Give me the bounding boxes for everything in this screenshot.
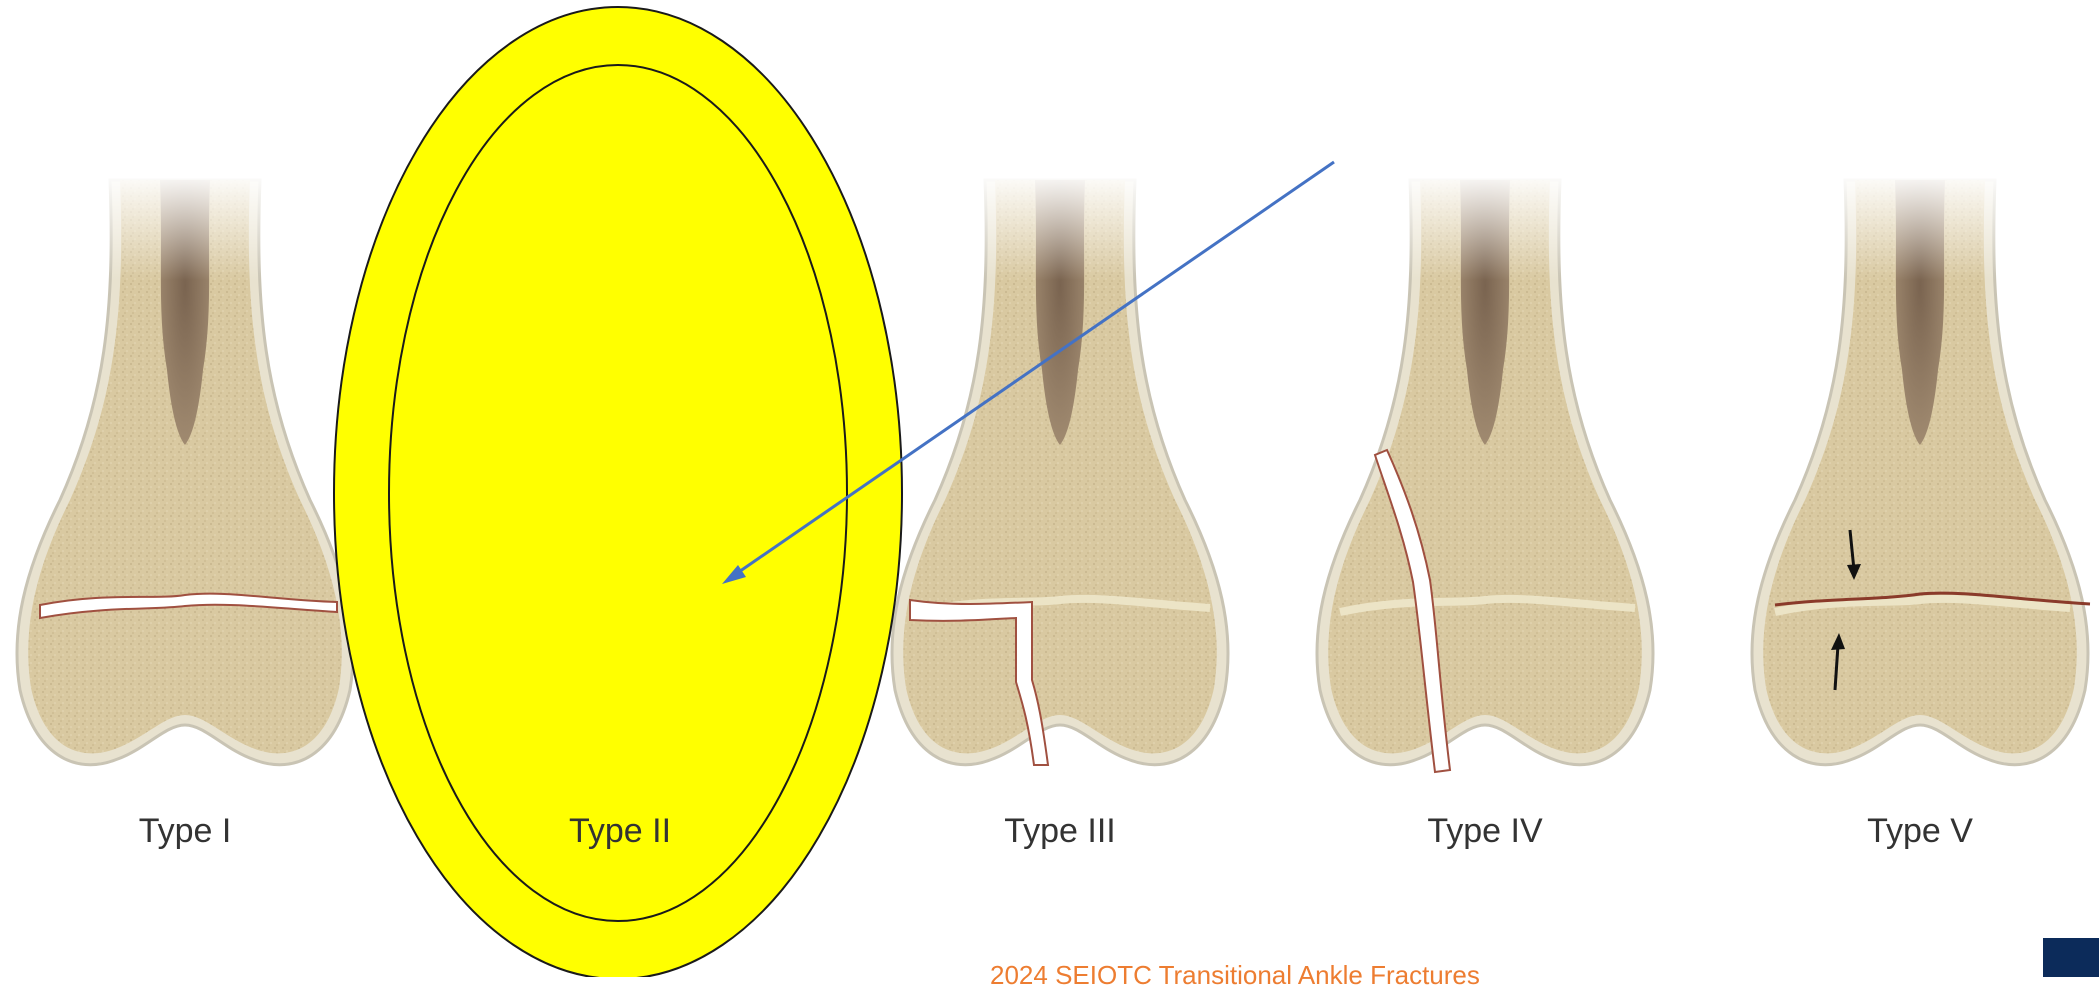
type-label-1: Type I — [35, 812, 335, 851]
type-label-2: Type II — [470, 812, 770, 851]
bone-type-4 — [1305, 170, 1665, 772]
type-label-4: Type IV — [1335, 812, 1635, 851]
type-label-3: Type III — [910, 812, 1210, 851]
footer-caption: 2024 SEIOTC Transitional Ankle Fractures — [990, 960, 1480, 991]
type-label-5: Type V — [1770, 812, 2070, 851]
bone-type-5 — [1740, 170, 2099, 765]
bone-type-1 — [5, 170, 365, 765]
bone-type-3 — [880, 170, 1240, 765]
corner-brand-block — [2043, 938, 2099, 977]
